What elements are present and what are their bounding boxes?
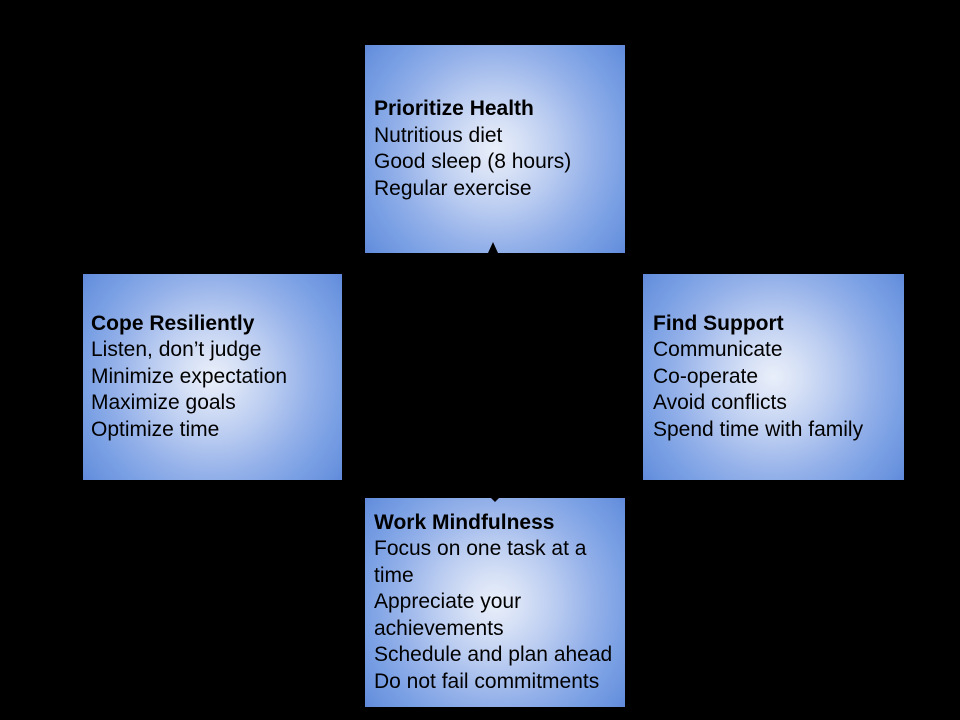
box-item: Minimize expectation — [91, 364, 288, 388]
box-item: Schedule and plan ahead — [374, 643, 613, 667]
box-item: Regular exercise — [374, 176, 532, 200]
box-item: Focus on one task at a time — [374, 537, 587, 587]
box-prioritize-health: Prioritize Health Nutritious diet Good s… — [365, 45, 625, 253]
arrow-down-icon — [491, 498, 499, 502]
box-item: Do not fail commitments — [374, 669, 600, 693]
box-work-mindfulness: Work Mindfulness Focus on one task at a … — [365, 498, 625, 707]
box-title: Find Support — [653, 311, 784, 335]
arrow-up-icon — [488, 242, 498, 253]
box-cope-resiliently: Cope Resiliently Listen, don’t judge Min… — [83, 274, 342, 480]
box-find-support: Find Support Communicate Co-operate Avoi… — [643, 274, 904, 480]
box-title: Work Mindfulness — [374, 510, 555, 534]
box-item: Optimize time — [91, 417, 220, 441]
box-item: Maximize goals — [91, 391, 236, 415]
box-title: Cope Resiliently — [91, 311, 255, 335]
box-item: Avoid conflicts — [653, 391, 787, 415]
box-item: Appreciate your achievements — [374, 590, 522, 640]
box-item: Nutritious diet — [374, 123, 503, 147]
box-title: Prioritize Health — [374, 97, 534, 120]
box-item: Communicate — [653, 338, 783, 362]
box-item: Good sleep (8 hours) — [374, 150, 572, 173]
box-item: Co-operate — [653, 364, 759, 388]
box-item: Spend time with family — [653, 417, 864, 441]
box-item: Listen, don’t judge — [91, 338, 262, 362]
